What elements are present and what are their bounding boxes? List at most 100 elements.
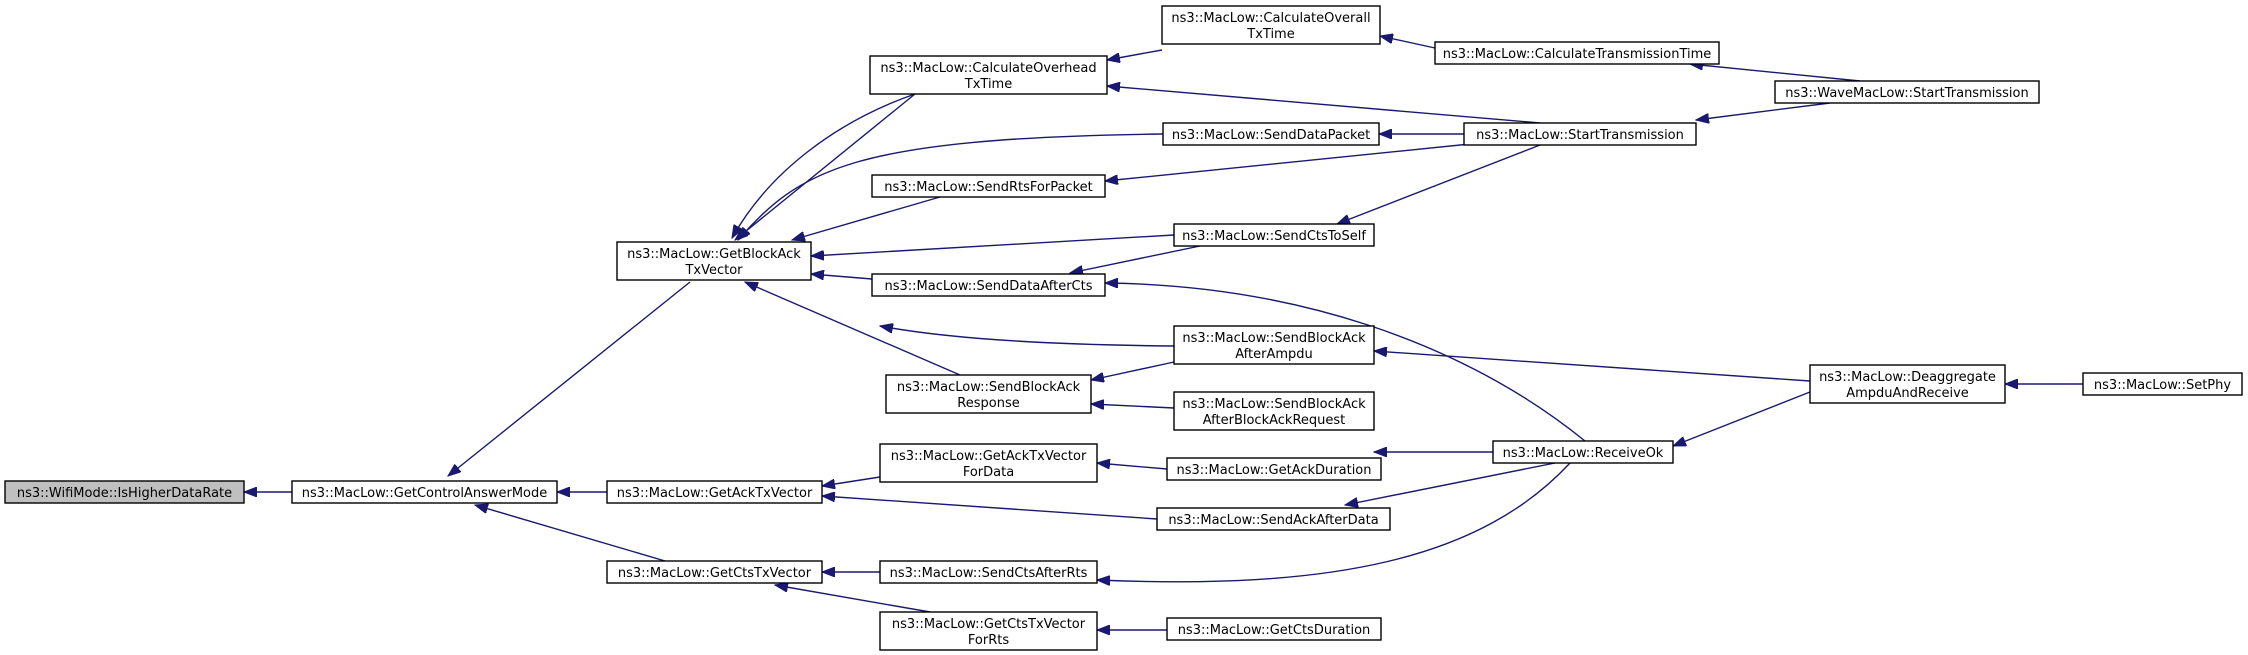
edge-send-block-ack-after-ampdu-to-deaggregate-ampdu-and-receive <box>1374 351 1811 382</box>
node-box <box>871 273 1106 297</box>
node-label: AmpduAndReceive <box>1846 386 1969 401</box>
node-get-cts-duration[interactable]: ns3::MacLow::GetCtsDuration <box>1166 617 1382 641</box>
node-is-higher-data-rate[interactable]: ns3::WifiMode::IsHigherDataRate <box>4 480 245 504</box>
node-set-phy[interactable]: ns3::MacLow::SetPhy <box>2082 372 2243 396</box>
node-label: ForRts <box>968 633 1009 648</box>
edge-calculate-overhead-txtime-to-calculate-overall-txtime <box>1107 49 1163 60</box>
node-label: ns3::MacLow::SendDataPacket <box>1172 128 1370 143</box>
node-get-ack-duration[interactable]: ns3::MacLow::GetAckDuration <box>1166 457 1382 481</box>
edge-send-data-after-cts-to-send-cts-to-self <box>1070 245 1201 273</box>
node-label: ns3::MacLow::GetAckTxVector <box>891 449 1087 464</box>
edge-receive-ok-to-deaggregate-ampdu-and-receive <box>1673 391 1811 447</box>
node-label: ns3::MacLow::SendCtsToSelf <box>1182 229 1366 244</box>
node-box <box>291 480 558 504</box>
node-label: ns3::WaveMacLow::StartTransmission <box>1785 86 2028 101</box>
node-box <box>885 374 1092 414</box>
edge-get-ack-txvector-for-data-to-get-ack-duration <box>1097 463 1168 470</box>
node-box <box>1809 364 2006 404</box>
node-label: ns3::MacLow::CalculateOverhead <box>880 61 1096 76</box>
edge-send-cts-to-self-to-start-transmission <box>1337 144 1541 225</box>
node-label: ns3::MacLow::GetAckTxVector <box>617 486 813 501</box>
node-label: TxTime <box>1246 27 1294 42</box>
node-calculate-transmission-time[interactable]: ns3::MacLow::CalculateTransmissionTime <box>1434 41 1720 65</box>
edge-get-control-answer-mode-to-get-cts-txvector <box>475 505 666 562</box>
node-box <box>1161 5 1381 45</box>
node-label: ns3::MacLow::GetCtsTxVector <box>618 566 812 581</box>
edge-send-data-after-cts-to-receive-ok <box>1105 283 1586 442</box>
edge-send-ack-after-data-to-receive-ok <box>1345 462 1556 505</box>
node-label: ns3::MacLow::SendBlockAck <box>897 380 1081 395</box>
node-label: AfterBlockAckRequest <box>1203 413 1346 428</box>
node-box <box>1463 122 1697 146</box>
node-receive-ok[interactable]: ns3::MacLow::ReceiveOk <box>1492 440 1674 464</box>
node-box <box>879 560 1098 584</box>
node-wave-start-transmission[interactable]: ns3::WaveMacLow::StartTransmission <box>1774 80 2040 104</box>
node-label: ns3::MacLow::GetControlAnswerMode <box>302 486 547 501</box>
node-start-transmission[interactable]: ns3::MacLow::StartTransmission <box>1463 122 1697 146</box>
node-send-data-after-cts[interactable]: ns3::MacLow::SendDataAfterCts <box>871 273 1106 297</box>
node-send-data-packet[interactable]: ns3::MacLow::SendDataPacket <box>1162 122 1380 146</box>
edge-get-block-ack-txvector-to-send-block-ack-response <box>745 281 961 376</box>
node-label: ns3::MacLow::GetAckDuration <box>1177 463 1372 478</box>
node-label: ns3::MacLow::SendCtsAfterRts <box>890 566 1088 581</box>
edge-send-block-ack-response-to-send-block-ack-after-ampdu <box>1091 361 1175 380</box>
edge-send-cts-after-rts-to-receive-ok <box>1097 462 1571 582</box>
node-label: AfterAmpdu <box>1235 347 1313 362</box>
node-box <box>1434 41 1720 65</box>
edges-layer <box>244 36 2083 630</box>
node-get-ack-txvector[interactable]: ns3::MacLow::GetAckTxVector <box>606 480 823 504</box>
node-send-cts-to-self[interactable]: ns3::MacLow::SendCtsToSelf <box>1173 223 1375 247</box>
node-label: ns3::MacLow::CalculateTransmissionTime <box>1443 47 1712 62</box>
edge-send-rts-for-packet-to-start-transmission <box>1105 143 1471 181</box>
edge-get-block-ack-txvector-to-send-data-after-cts <box>811 274 873 279</box>
node-get-control-answer-mode[interactable]: ns3::MacLow::GetControlAnswerMode <box>291 480 558 504</box>
node-label: ForData <box>963 465 1014 480</box>
node-label: ns3::MacLow::SetPhy <box>2094 378 2231 393</box>
edge-get-block-ack-txvector-to-send-rts-for-packet <box>792 196 941 240</box>
edge-get-control-answer-mode-to-get-block-ack-txvector <box>448 281 691 476</box>
edge-get-block-ack-txvector-to-send-block-ack-after-ampdu <box>880 326 1175 347</box>
node-box <box>1156 507 1391 531</box>
edge-start-transmission-to-wave-start-transmission <box>1696 102 1831 120</box>
node-label: ns3::MacLow::GetCtsDuration <box>1178 623 1371 638</box>
node-box <box>1492 440 1674 464</box>
node-label: ns3::MacLow::GetBlockAck <box>627 247 801 262</box>
edge-get-block-ack-txvector-to-send-cts-to-self <box>811 234 1175 256</box>
node-send-rts-for-packet[interactable]: ns3::MacLow::SendRtsForPacket <box>871 174 1106 198</box>
node-box <box>1166 457 1382 481</box>
node-label: ns3::MacLow::ReceiveOk <box>1503 446 1664 461</box>
node-get-cts-txvector[interactable]: ns3::MacLow::GetCtsTxVector <box>606 560 823 584</box>
node-box <box>879 611 1098 651</box>
node-box <box>606 560 823 584</box>
node-label: ns3::MacLow::SendBlockAck <box>1182 331 1366 346</box>
node-box <box>1166 617 1382 641</box>
edge-calculate-overall-txtime-to-calculate-transmission-time <box>1380 36 1436 49</box>
edge-get-ack-txvector-to-send-ack-after-data <box>822 496 1158 520</box>
node-label: ns3::WifiMode::IsHigherDataRate <box>17 486 232 501</box>
node-label: TxTime <box>964 77 1012 92</box>
edge-send-block-ack-response-to-send-block-ack-after-block-ack-request <box>1091 404 1175 408</box>
node-box <box>616 241 812 281</box>
node-send-ack-after-data[interactable]: ns3::MacLow::SendAckAfterData <box>1156 507 1391 531</box>
node-box <box>871 174 1106 198</box>
node-label: ns3::MacLow::SendBlockAck <box>1182 397 1366 412</box>
edge-get-block-ack-txvector-to-send-data-packet <box>738 133 1164 240</box>
node-label: ns3::MacLow::StartTransmission <box>1476 128 1684 143</box>
node-box <box>1173 223 1375 247</box>
node-send-block-ack-after-block-ack-request[interactable]: ns3::MacLow::SendBlockAckAfterBlockAckRe… <box>1173 391 1375 431</box>
edge-get-cts-txvector-to-get-cts-txvector-for-rts <box>775 585 931 613</box>
node-box <box>606 480 823 504</box>
node-box <box>1162 122 1380 146</box>
node-send-cts-after-rts[interactable]: ns3::MacLow::SendCtsAfterRts <box>879 560 1098 584</box>
node-box <box>869 55 1108 95</box>
